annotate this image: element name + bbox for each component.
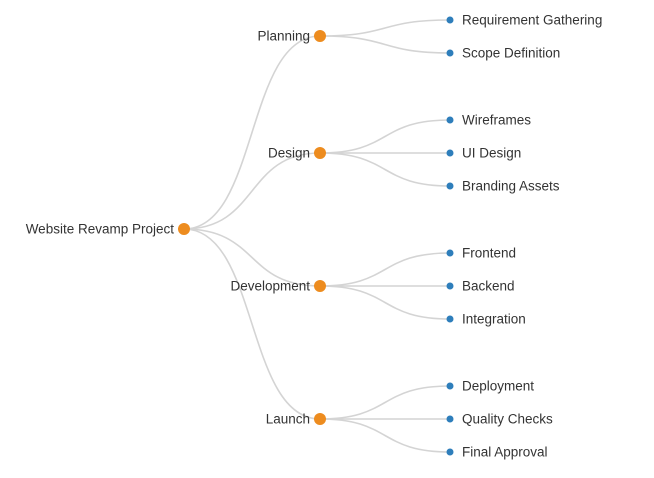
leaf-node-label: UI Design [462,145,522,161]
leaf-node-label: Wireframes [462,112,532,128]
edge-root-to-branch-2 [183,228,321,287]
branch-node-label: Design [267,145,310,161]
edge-root-to-branch-1 [183,152,321,230]
edge-branch-1-to-leaf-2 [319,152,451,187]
leaf-node-frontend[interactable] [446,249,454,257]
edge-branch-3-to-leaf-0 [319,385,451,420]
branch-node-label: Planning [257,28,310,44]
leaf-node-wireframes[interactable] [446,116,454,124]
root-node-label: Website Revamp Project [25,221,174,237]
root-node[interactable] [178,223,190,235]
leaf-node-label: Scope Definition [462,45,561,61]
leaf-node-label: Deployment [462,378,535,394]
leaf-node-label: Backend [462,278,515,294]
edge-branch-0-to-leaf-1 [319,35,451,54]
leaf-node-deployment[interactable] [446,382,454,390]
edge-branch-0-to-leaf-0 [319,19,451,37]
leaf-node-final-approval[interactable] [446,448,454,456]
branch-node-launch[interactable] [314,413,326,425]
leaf-node-label: Branding Assets [462,178,560,194]
branch-node-development[interactable] [314,280,326,292]
edge-root-to-branch-0 [183,35,321,230]
leaf-node-requirement-gathering[interactable] [446,16,454,24]
leaf-node-label: Frontend [462,245,517,261]
leaf-node-branding-assets[interactable] [446,182,454,190]
leaf-node-label: Integration [462,311,526,327]
edge-root-to-branch-3 [183,228,321,420]
branch-node-label: Launch [265,411,310,427]
edge-branch-2-to-leaf-0 [319,252,451,287]
edge-branch-3-to-leaf-2 [319,418,451,453]
leaf-node-quality-checks[interactable] [446,415,454,423]
branch-node-planning[interactable] [314,30,326,42]
branch-node-label: Development [230,278,310,294]
leaf-node-ui-design[interactable] [446,149,454,157]
edge-branch-1-to-leaf-0 [319,119,451,154]
leaf-node-backend[interactable] [446,282,454,290]
leaf-node-scope-definition[interactable] [446,49,454,57]
leaf-node-integration[interactable] [446,315,454,323]
edge-branch-2-to-leaf-2 [319,285,451,320]
leaf-node-label: Quality Checks [462,411,553,427]
leaf-node-label: Final Approval [462,444,548,460]
leaf-node-label: Requirement Gathering [462,12,603,28]
branch-node-design[interactable] [314,147,326,159]
